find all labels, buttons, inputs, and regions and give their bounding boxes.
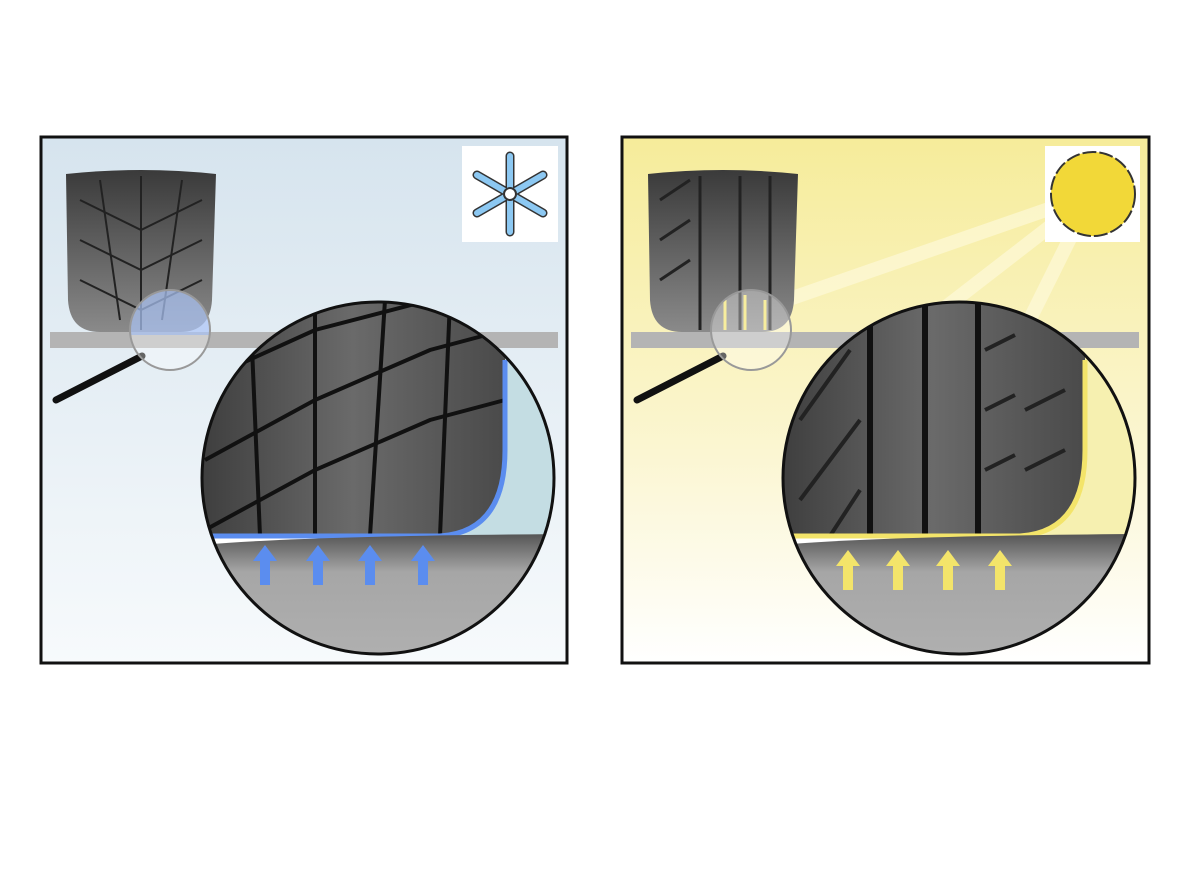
summer-zoom-circle	[783, 302, 1135, 654]
magnifier-icon	[633, 289, 792, 404]
sun-icon	[1045, 146, 1140, 242]
winter-panel	[39, 135, 569, 665]
magnifier-icon	[52, 289, 211, 404]
summer-panel	[620, 135, 1151, 665]
snowflake-icon	[462, 146, 558, 242]
